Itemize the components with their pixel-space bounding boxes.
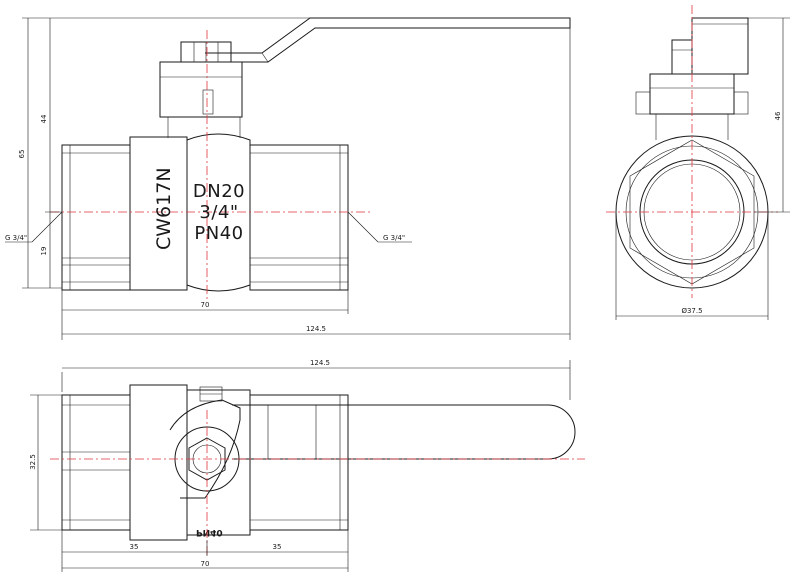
dim-side-diameter: Ø37.5 bbox=[681, 307, 702, 315]
front-vertical-dimensions: 44 65 19 bbox=[18, 17, 570, 289]
top-handle-lever bbox=[232, 404, 576, 460]
thread-label-left: G 3/4" bbox=[5, 234, 27, 242]
material-marking: CW617N bbox=[153, 167, 175, 250]
front-left-end bbox=[61, 144, 131, 291]
thread-label-right: G 3/4" bbox=[383, 234, 405, 242]
top-left-end bbox=[61, 394, 131, 531]
top-view: 124.5 PN40 32. bbox=[29, 359, 585, 572]
dim-top-width: 32.5 bbox=[29, 454, 37, 470]
dim-front-height-lower: 19 bbox=[40, 247, 48, 256]
dim-top-body-length: 70 bbox=[201, 560, 210, 568]
front-right-end bbox=[249, 144, 349, 291]
dim-top-half-right: 35 bbox=[273, 543, 282, 551]
dim-front-height-total: 65 bbox=[18, 150, 26, 159]
front-horizontal-dimensions: 70 124.5 bbox=[61, 28, 571, 340]
top-right-end bbox=[249, 394, 349, 531]
pressure-marking: PN40 bbox=[194, 223, 243, 244]
dim-top-total-length: 124.5 bbox=[310, 359, 330, 367]
front-view: CW617N DN20 3/4" PN40 44 65 19 G 3/4" G … bbox=[5, 17, 571, 340]
dim-top-half-left: 35 bbox=[130, 543, 139, 551]
dim-side-height: 46 bbox=[774, 111, 782, 120]
dim-front-body-length: 70 bbox=[201, 301, 210, 309]
front-stem-housing bbox=[159, 61, 243, 118]
dim-front-total-length: 124.5 bbox=[306, 325, 326, 333]
side-handle-plate bbox=[691, 17, 749, 75]
top-marking-bottom: PN40 bbox=[196, 527, 223, 537]
nominal-diameter-marking: DN20 bbox=[193, 181, 245, 202]
dim-front-height-upper: 44 bbox=[40, 114, 48, 123]
thread-size-marking: 3/4" bbox=[199, 202, 238, 223]
top-body-hex bbox=[129, 384, 188, 541]
front-handle-lever bbox=[205, 17, 571, 63]
side-view: 46 Ø37.5 bbox=[606, 5, 790, 320]
